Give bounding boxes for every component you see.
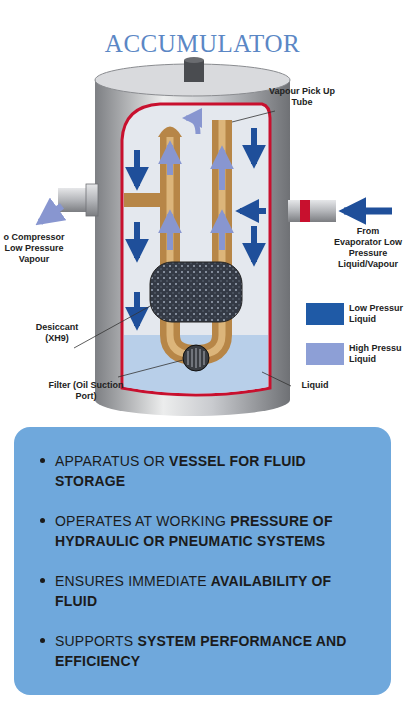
title: ACCUMULATOR <box>0 30 405 58</box>
bullet-row: ENSURES IMMEDIATE AVAILABILITY OF FLUID <box>34 571 377 611</box>
bullet-dot <box>40 458 45 463</box>
bullet-text: ENSURES IMMEDIATE AVAILABILITY OF FLUID <box>55 571 377 611</box>
part-label: From Evaporator Low Pressure Liquid/Vapo… <box>334 226 402 270</box>
part-label: Desiccant (XH9) <box>28 322 86 344</box>
bullet-text: OPERATES AT WORKING PRESSURE OF HYDRAULI… <box>55 511 377 551</box>
bullet-dot <box>40 518 45 523</box>
part-label: Vapour Pick Up Tube <box>262 86 342 108</box>
part-label: Filter (Oil Suction Port) <box>38 380 134 402</box>
info-panel: APPARATUS OR VESSEL FOR FLUID STORAGE OPE… <box>14 427 391 695</box>
legend-swatch <box>306 343 344 365</box>
legend-text: Low Pressur Liquid <box>349 303 405 325</box>
part-label: o Compressor Low Pressure Vapour <box>0 232 68 265</box>
bullet-row: OPERATES AT WORKING PRESSURE OF HYDRAULI… <box>34 511 377 551</box>
bullet-text: SUPPORTS SYSTEM PERFORMANCE AND EFFICIEN… <box>55 631 377 671</box>
legend-swatch <box>306 303 344 325</box>
bullet-row: SUPPORTS SYSTEM PERFORMANCE AND EFFICIEN… <box>34 631 377 671</box>
bullet-row: APPARATUS OR VESSEL FOR FLUID STORAGE <box>34 451 377 491</box>
bullet-dot <box>40 638 45 643</box>
bullet-dot <box>40 578 45 583</box>
bullet-text: APPARATUS OR VESSEL FOR FLUID STORAGE <box>55 451 377 491</box>
legend-text: High Pressu Liquid <box>349 343 405 365</box>
part-label: Liquid <box>294 380 336 391</box>
